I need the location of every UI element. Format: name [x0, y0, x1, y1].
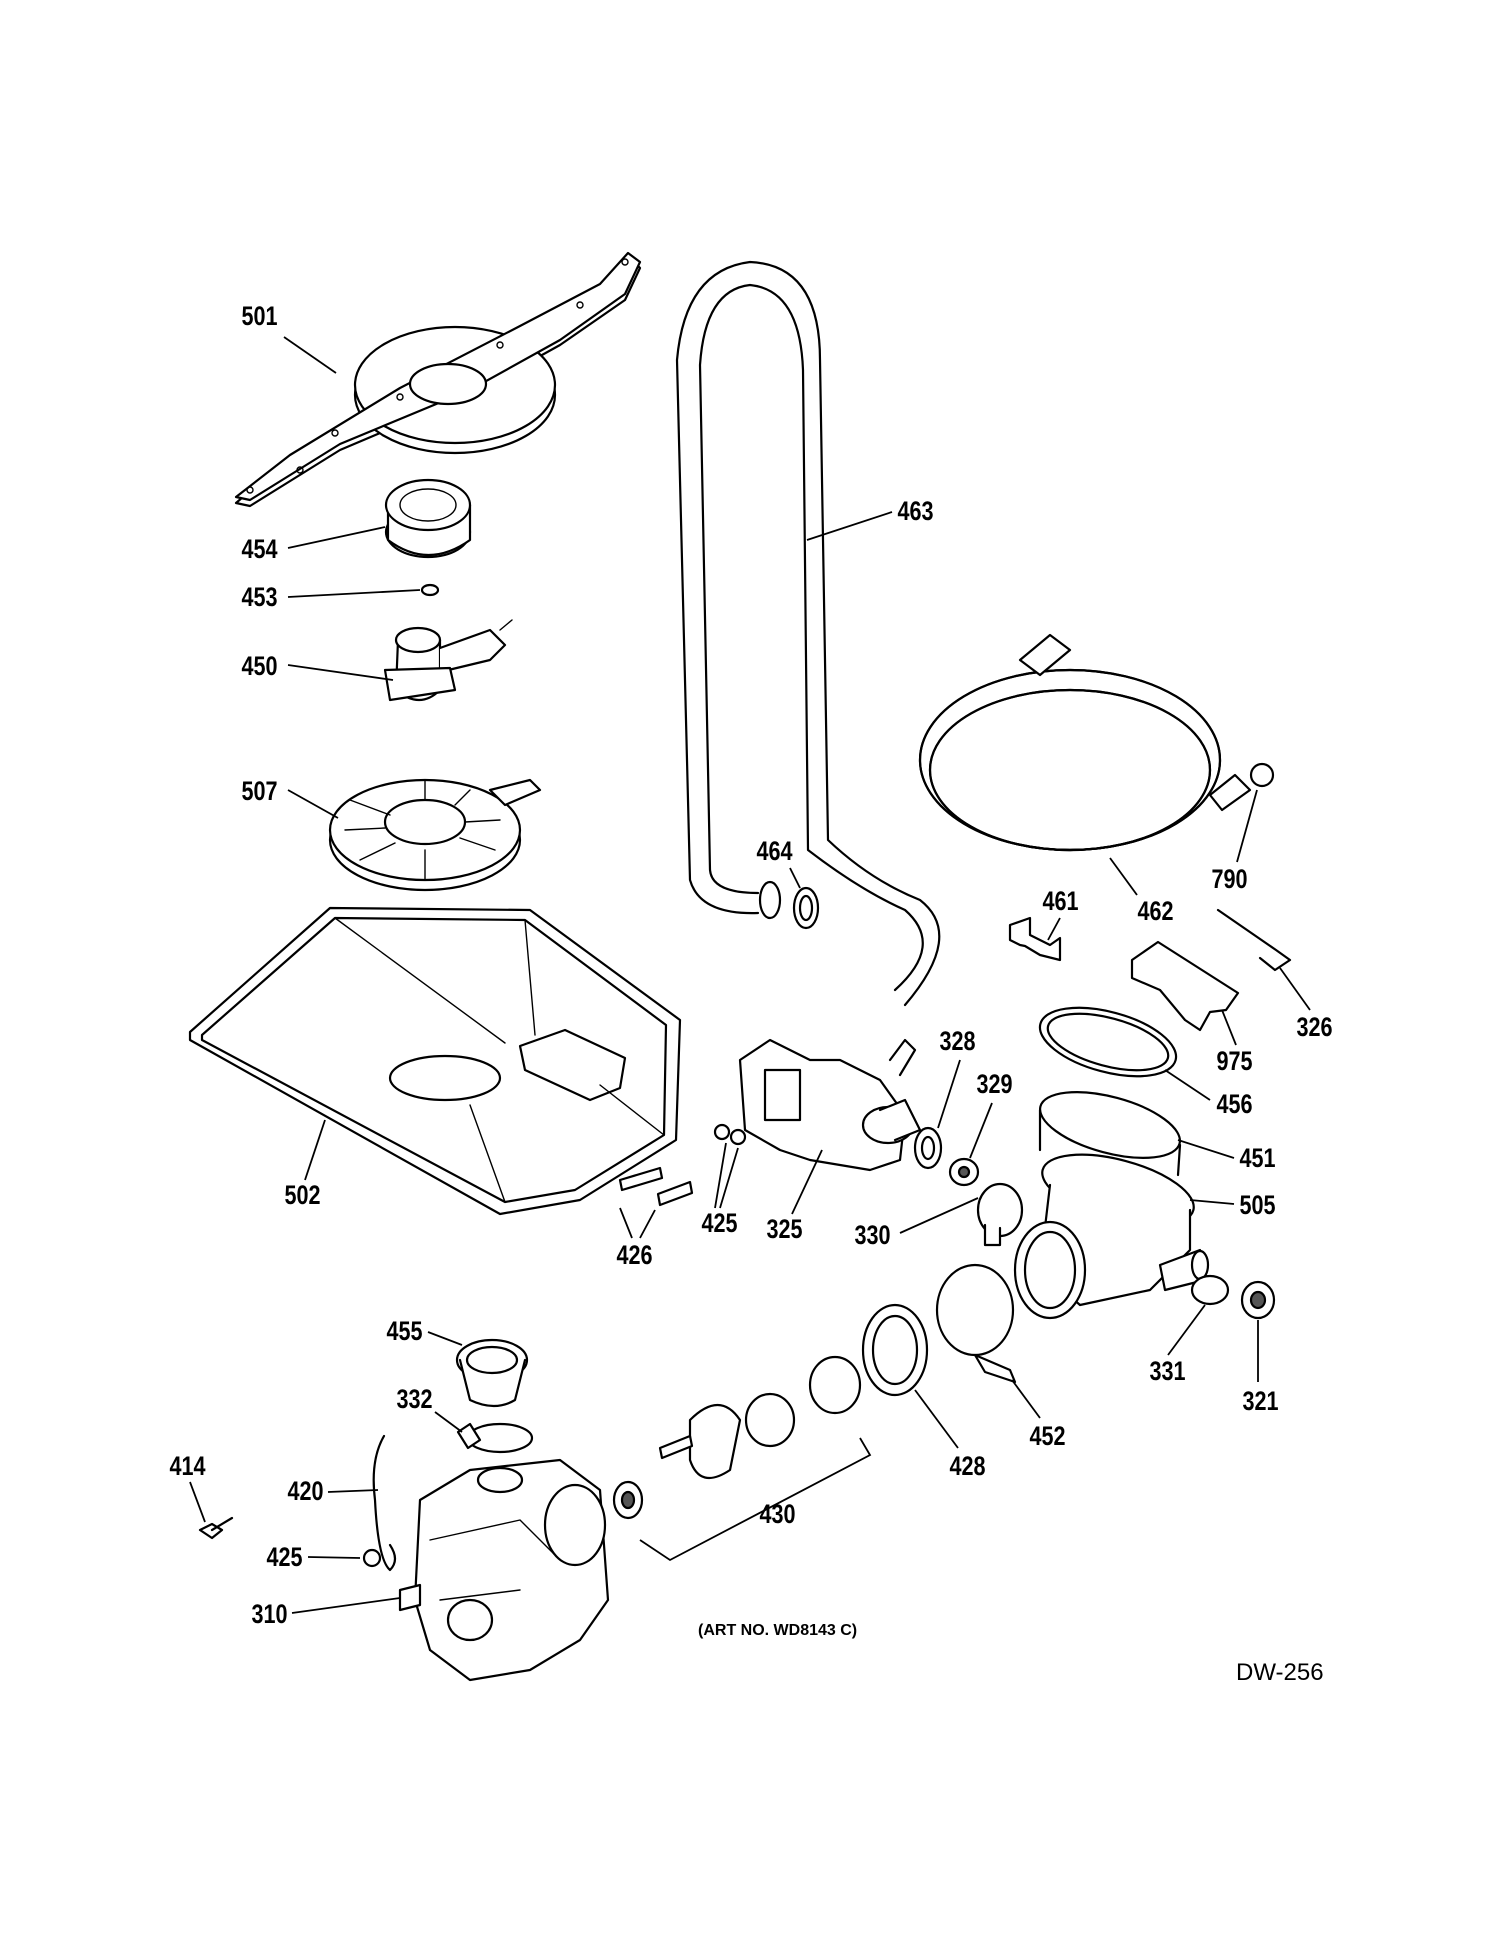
callout-450: 450 — [242, 652, 278, 682]
art-number-note: (ART NO. WD8143 C) — [698, 1622, 857, 1639]
part-321-check-valve[interactable] — [1240, 1280, 1276, 1320]
part-505-sump-housing[interactable] — [1013, 1141, 1210, 1320]
part-456-gasket[interactable] — [1033, 995, 1184, 1089]
part-450-manifold[interactable] — [383, 619, 513, 702]
part-452-clamp[interactable] — [935, 1263, 1017, 1384]
callout-425b: 425 — [267, 1543, 303, 1573]
callout-464: 464 — [757, 837, 793, 867]
diagram-code: DW-256 — [1236, 1659, 1324, 1686]
part-461-bracket[interactable] — [1008, 916, 1062, 962]
callout-456: 456 — [1217, 1090, 1253, 1120]
callout-454: 454 — [242, 535, 278, 565]
callout-453: 453 — [242, 583, 278, 613]
part-420-wire[interactable] — [372, 1434, 397, 1572]
callout-330: 330 — [855, 1221, 891, 1251]
part-975-bracket[interactable] — [1130, 940, 1240, 1032]
callout-326: 326 — [1297, 1013, 1333, 1043]
callout-329: 329 — [977, 1070, 1013, 1100]
callout-975: 975 — [1217, 1047, 1253, 1077]
callout-451: 451 — [1240, 1144, 1276, 1174]
part-414-screw[interactable] — [198, 1516, 234, 1540]
part-464-gasket[interactable] — [758, 880, 820, 930]
callout-505: 505 — [1240, 1191, 1276, 1221]
part-425-screw-lower[interactable] — [362, 1548, 382, 1568]
callout-790: 790 — [1212, 865, 1248, 895]
callout-455: 455 — [387, 1317, 423, 1347]
part-332-clamp[interactable] — [456, 1422, 534, 1454]
callout-507: 507 — [242, 777, 278, 807]
callout-414: 414 — [170, 1452, 206, 1482]
part-325-drain-pump[interactable] — [738, 1038, 922, 1172]
callout-430: 430 — [760, 1500, 796, 1530]
part-501-spray-arm[interactable] — [234, 251, 642, 508]
part-502-sump-tray[interactable] — [188, 906, 682, 1216]
part-453-o-ring[interactable] — [420, 583, 440, 597]
part-451-cover[interactable] — [1033, 1079, 1187, 1177]
part-331-clamp[interactable] — [1190, 1274, 1230, 1306]
callout-426: 426 — [617, 1241, 653, 1271]
callout-420: 420 — [288, 1477, 324, 1507]
callout-331: 331 — [1150, 1357, 1186, 1387]
part-463-tube[interactable] — [675, 260, 941, 1007]
callout-325: 325 — [767, 1215, 803, 1245]
callout-463: 463 — [898, 497, 934, 527]
callout-461: 461 — [1043, 887, 1079, 917]
part-329-seal[interactable] — [948, 1157, 980, 1187]
part-328-seal[interactable] — [913, 1126, 943, 1170]
callout-428: 428 — [950, 1452, 986, 1482]
callout-321: 321 — [1243, 1387, 1279, 1417]
part-425-screw-upper[interactable] — [713, 1123, 747, 1146]
part-310-pump-motor[interactable] — [398, 1458, 610, 1682]
callout-502: 502 — [285, 1181, 321, 1211]
callout-328: 328 — [940, 1027, 976, 1057]
part-326-clip[interactable] — [1216, 908, 1292, 972]
callout-501: 501 — [242, 302, 278, 332]
part-454-spray-arm-mount[interactable] — [384, 478, 472, 559]
part-428-seal[interactable] — [861, 1303, 929, 1397]
part-430-impeller-kit[interactable] — [612, 1355, 862, 1520]
callout-452: 452 — [1030, 1422, 1066, 1452]
callout-462: 462 — [1138, 897, 1174, 927]
callout-425a: 425 — [702, 1209, 738, 1239]
part-462-drain-hose[interactable] — [918, 633, 1275, 852]
part-455-filter[interactable] — [455, 1338, 529, 1408]
callout-332: 332 — [397, 1385, 433, 1415]
part-507-filter-cover[interactable] — [328, 778, 542, 892]
part-426-screws[interactable] — [618, 1166, 694, 1207]
callout-310: 310 — [252, 1600, 288, 1630]
part-330-clamp[interactable] — [976, 1182, 1024, 1247]
